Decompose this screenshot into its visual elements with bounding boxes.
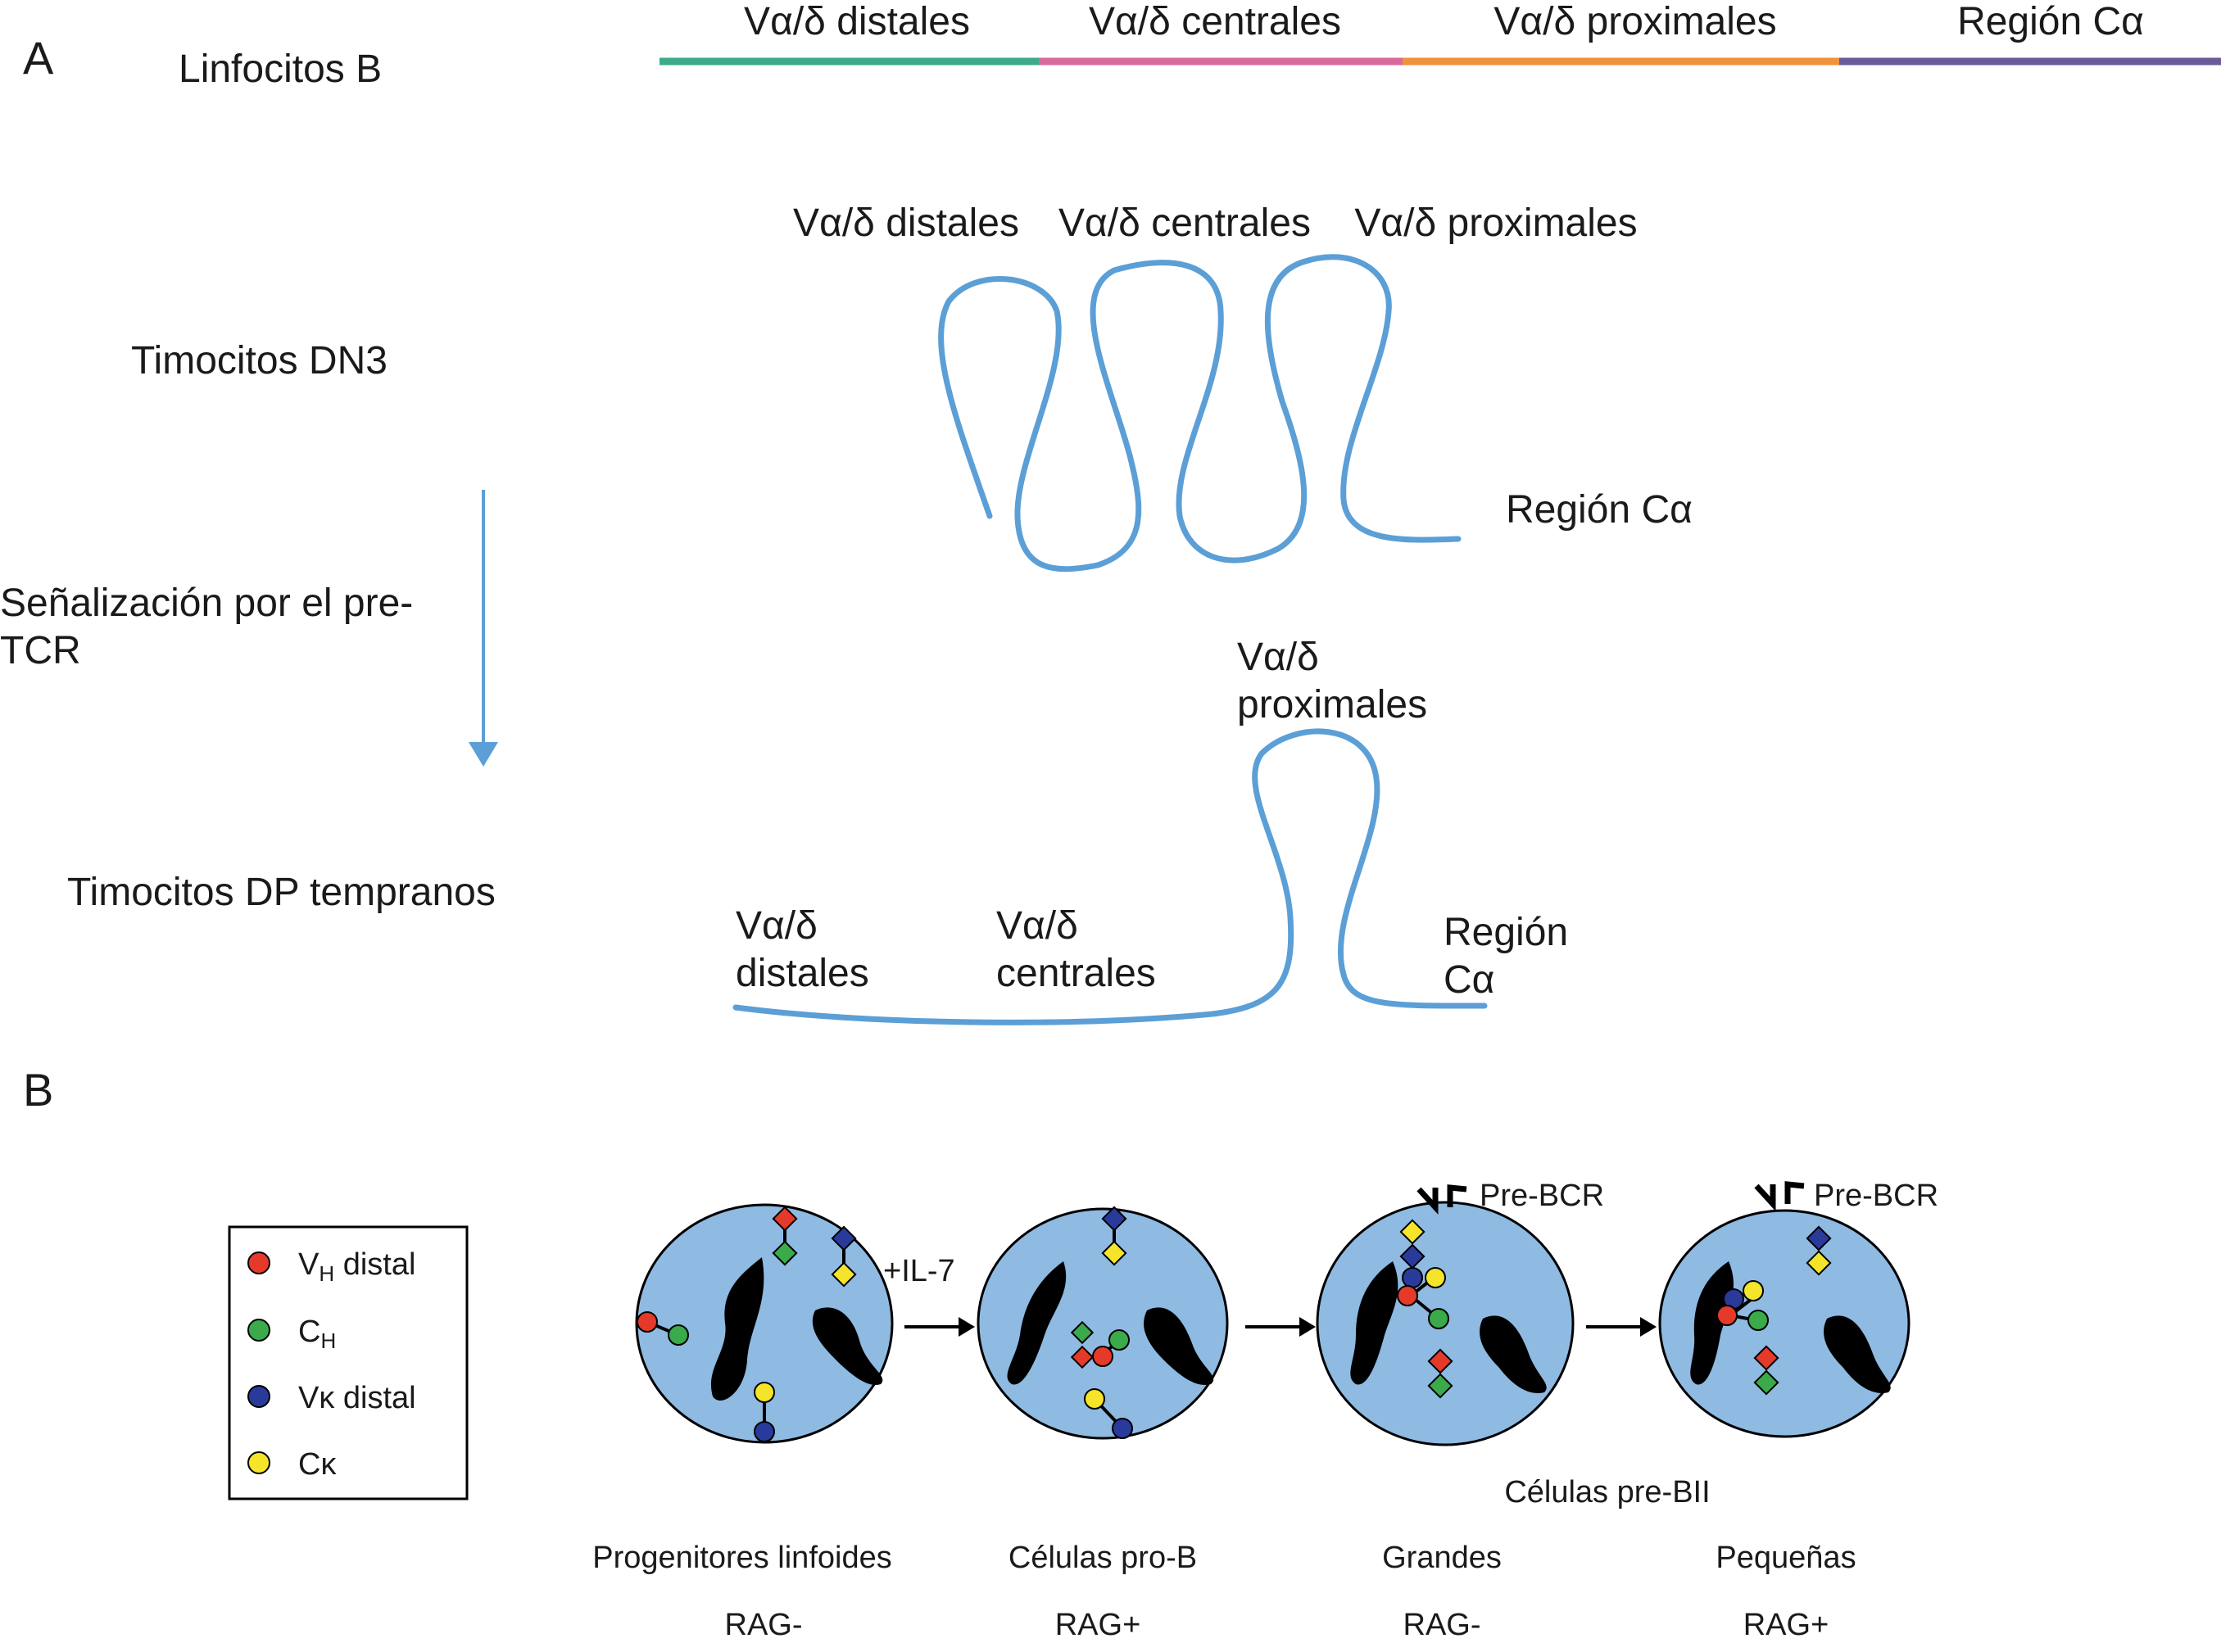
- stage-name-large: Grandes: [1382, 1541, 1502, 1575]
- cell-pro-b: [977, 1206, 1229, 1440]
- chromosome-blob: [1350, 1261, 1398, 1385]
- ck-marker: [1743, 1280, 1764, 1301]
- legend-box: [228, 1225, 469, 1500]
- bar-label-distal: Vα/δ distales: [744, 0, 970, 43]
- legend-label-vh: VH distal: [298, 1247, 415, 1286]
- dn3-label-central: Vα/δ centrales: [1058, 201, 1311, 245]
- legend-swatch-ck: [247, 1451, 270, 1474]
- vh-diamond: [1070, 1345, 1095, 1369]
- dp-label-region-line2: Cα: [1444, 958, 1494, 1002]
- dp-label-distal-line1: Vα/δ: [736, 904, 818, 948]
- ch-diamond: [772, 1240, 798, 1266]
- bar-label-proximal: Vα/δ proximales: [1494, 0, 1776, 43]
- dn3-chromatin-loops: [938, 254, 1462, 573]
- signal-label-line1: Señalización por el pre-: [0, 582, 413, 625]
- ch-marker: [1747, 1310, 1769, 1331]
- legend-label-ck: Cκ: [298, 1447, 337, 1482]
- nucleus-pro-b: [977, 1207, 1229, 1440]
- chromosome-blob: [1824, 1315, 1891, 1393]
- legend-label-vk: Vκ distal: [298, 1381, 416, 1415]
- ck-marker: [1084, 1388, 1105, 1410]
- vk-marker: [754, 1421, 775, 1442]
- ch-marker: [1428, 1308, 1449, 1329]
- ck-diamond: [831, 1261, 857, 1288]
- ch-diamond: [1753, 1369, 1779, 1396]
- vk-diamond: [1399, 1243, 1426, 1270]
- arrow-2-head: [1299, 1317, 1316, 1337]
- vh-diamond: [1753, 1345, 1779, 1371]
- chromosome-blob: [710, 1257, 764, 1401]
- pre-bcr-label-small: Pre-BCR: [1814, 1179, 1938, 1213]
- ck-diamond: [1806, 1250, 1832, 1276]
- pre-bcr-receptor: [1447, 1184, 1467, 1207]
- ck-diamond: [1101, 1240, 1127, 1266]
- bar-label-region: Región Cα: [1957, 0, 2144, 43]
- panel-b-label: B: [23, 1064, 53, 1116]
- ck-marker: [754, 1382, 775, 1403]
- chromosome-blob: [1480, 1315, 1547, 1393]
- signal-arrow-head: [469, 742, 498, 767]
- stage-name-progenitor: Progenitores linfoides: [592, 1541, 891, 1575]
- il7-label: +IL-7: [883, 1254, 955, 1288]
- dn3-label-proximal: Vα/δ proximales: [1354, 201, 1637, 245]
- b-cells-label: Linfocitos B: [179, 48, 382, 91]
- dp-label-region-line1: Región: [1444, 911, 1568, 954]
- dp-label-proximal-line2: proximales: [1237, 683, 1427, 726]
- legend-swatch-vh: [247, 1251, 270, 1274]
- vk-marker: [1112, 1418, 1133, 1439]
- pre-bcr-receptor: [1754, 1184, 1776, 1212]
- vh-marker: [1716, 1305, 1738, 1326]
- ch-marker: [1108, 1329, 1130, 1351]
- pre-bcr-receptor: [1784, 1181, 1805, 1204]
- vh-diamond: [772, 1206, 798, 1232]
- panel-a-label: A: [23, 32, 54, 84]
- pre-bcr-label-large: Pre-BCR: [1480, 1179, 1604, 1213]
- legend-swatch-vk: [247, 1385, 270, 1408]
- cell-small-pre-bii: [1658, 1181, 1911, 1438]
- chromosome-blob: [1007, 1261, 1067, 1385]
- vk-diamond: [1101, 1206, 1127, 1232]
- legend-label-ch: CH: [298, 1315, 336, 1353]
- dn3-label-region: Región Cα: [1506, 488, 1693, 532]
- chromosome-blob: [1144, 1307, 1214, 1385]
- dp-chromatin-loop: [732, 728, 1488, 1025]
- arrow-1-head: [959, 1317, 975, 1337]
- vh-diamond: [1427, 1348, 1453, 1374]
- dp-label: Timocitos DP tempranos: [67, 871, 496, 914]
- dp-label-distal-line2: distales: [736, 952, 869, 995]
- pre-bii-label: Células pre-BII: [1504, 1475, 1710, 1509]
- dn3-label-distal: Vα/δ distales: [793, 201, 1019, 245]
- vk-diamond: [831, 1225, 857, 1251]
- stage-name-pro-b: Células pro-B: [1009, 1541, 1197, 1575]
- vh-marker: [1397, 1285, 1418, 1306]
- stage-rag-small: RAG+: [1743, 1608, 1829, 1642]
- cell-progenitor: [635, 1203, 894, 1444]
- legend: VH distal CH Vκ distal Cκ: [228, 1225, 469, 1500]
- ch-diamond: [1070, 1320, 1095, 1345]
- dp-label-central-line1: Vα/δ: [996, 904, 1078, 948]
- chromosome-blob: [812, 1307, 883, 1385]
- ch-diamond: [1427, 1373, 1453, 1399]
- dp-label-proximal-line1: Vα/δ: [1237, 636, 1319, 679]
- stage-rag-pro-b: RAG+: [1055, 1608, 1141, 1642]
- cell-large-pre-bii: [1316, 1184, 1575, 1446]
- vh-marker: [637, 1311, 658, 1333]
- chromosome-blob: [1690, 1261, 1734, 1385]
- ck-diamond: [1399, 1219, 1426, 1245]
- signal-label-line2: TCR: [0, 629, 81, 672]
- vk-diamond: [1806, 1225, 1832, 1251]
- ch-marker: [668, 1324, 689, 1346]
- vh-marker: [1092, 1346, 1113, 1367]
- stage-rag-large: RAG-: [1403, 1608, 1481, 1642]
- dp-label-central-line2: centrales: [996, 952, 1156, 995]
- dn3-label: Timocitos DN3: [131, 339, 388, 382]
- vk-marker: [1402, 1267, 1423, 1288]
- legend-swatch-ch: [247, 1319, 270, 1342]
- ck-marker: [1425, 1267, 1446, 1288]
- stage-name-small: Pequeñas: [1716, 1541, 1856, 1575]
- stage-rag-progenitor: RAG-: [725, 1608, 803, 1642]
- arrow-3-head: [1640, 1317, 1657, 1337]
- bar-label-central: Vα/δ centrales: [1089, 0, 1341, 43]
